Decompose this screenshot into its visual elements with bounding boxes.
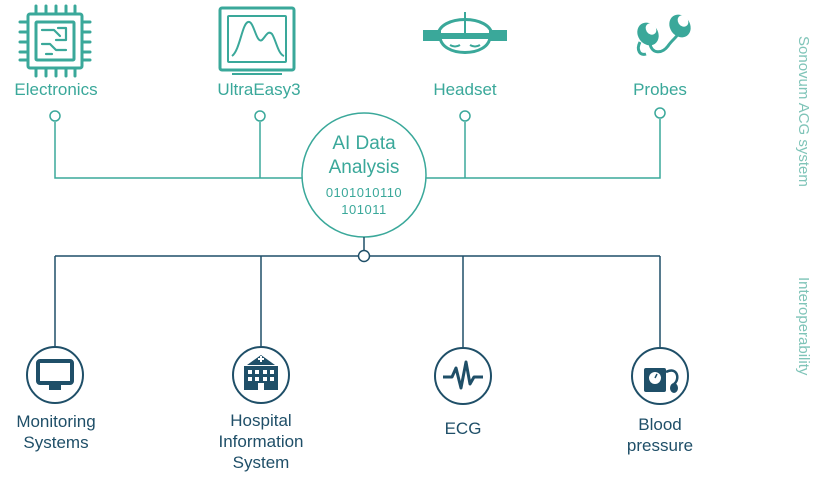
top-connector-dots xyxy=(49,107,666,122)
label-ultraeasy3: UltraEasy3 xyxy=(217,80,301,99)
circuit-chip-icon xyxy=(18,4,92,78)
dot-electronics xyxy=(49,110,61,122)
blood-pressure-icon xyxy=(631,347,689,405)
label-blood-pressure: Blood pressure xyxy=(620,414,700,456)
label-monitoring-line2: Systems xyxy=(23,433,89,452)
label-hospital-information-system: Hospital Information System xyxy=(205,410,317,473)
monitor-icon xyxy=(26,346,84,404)
dot-headset xyxy=(459,110,471,122)
label-his-line2: Information xyxy=(218,432,304,451)
side-label-interoperability: Interoperability xyxy=(795,277,812,376)
label-electronics: Electronics xyxy=(14,80,98,99)
binary-line1: 0101010110 xyxy=(325,185,403,200)
label-headset: Headset xyxy=(433,80,497,99)
dot-probes xyxy=(654,107,666,119)
dot-ultraeasy3 xyxy=(254,110,266,122)
ai-analysis-binary: 0101010110 101011 xyxy=(300,184,428,218)
label-ecg: ECG xyxy=(423,418,503,439)
label-probes: Probes xyxy=(633,80,687,99)
bottom-connectors xyxy=(54,237,661,348)
connector-probes xyxy=(426,119,661,179)
side-label-sonovum: Sonovum ACG system xyxy=(795,36,812,187)
label-bp-line2: pressure xyxy=(626,436,694,455)
connector-electronics xyxy=(54,122,302,179)
ai-analysis-title-line1: AI Data xyxy=(332,133,396,154)
binary-line2: 101011 xyxy=(341,202,387,217)
ai-analysis-title-line2: Analysis xyxy=(328,157,400,178)
monitor-waveform-icon xyxy=(218,6,296,75)
label-his-line3: System xyxy=(232,453,290,472)
label-bp-line1: Blood xyxy=(638,415,682,434)
probes-icon xyxy=(636,14,691,56)
bus-junction-dot xyxy=(357,249,371,263)
top-connectors xyxy=(54,119,661,179)
ecg-icon xyxy=(434,347,492,405)
hospital-icon xyxy=(232,346,290,404)
label-monitoring-line1: Monitoring xyxy=(16,412,96,431)
headset-icon xyxy=(423,12,507,54)
ai-analysis-title: AI Data Analysis xyxy=(300,132,428,180)
label-ecg-line1: ECG xyxy=(444,419,482,438)
label-his-line1: Hospital xyxy=(230,411,292,430)
label-monitoring-systems: Monitoring Systems xyxy=(0,411,112,453)
